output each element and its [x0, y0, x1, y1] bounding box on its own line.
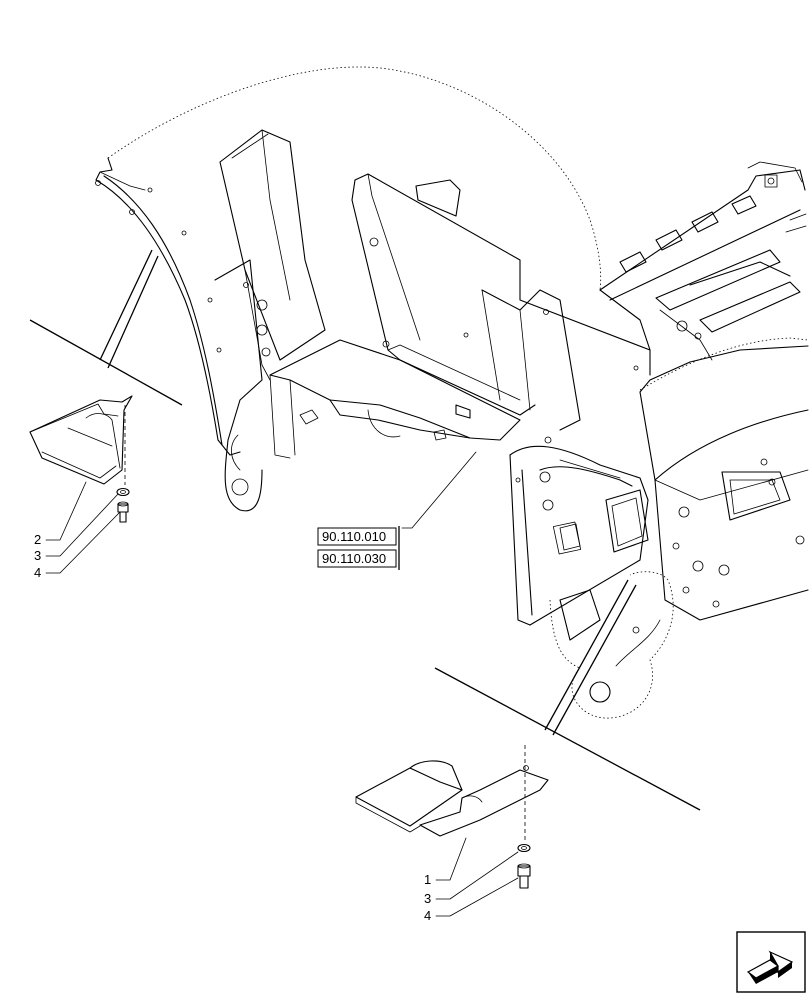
- right-callout-leaders: [435, 837, 519, 917]
- left-guard-plate: [29, 395, 133, 485]
- callout-4: 4: [34, 565, 41, 580]
- callout-3-right: 3: [424, 891, 431, 906]
- callout-2: 2: [34, 532, 41, 547]
- left-washer-bolt: [116, 487, 130, 523]
- left-bracket: [214, 129, 326, 512]
- central-beam: [269, 339, 521, 459]
- right-lower-lug: [549, 571, 674, 719]
- left-callout-leaders: [45, 481, 121, 574]
- callout-3: 3: [34, 548, 41, 563]
- reference-boxes: [317, 526, 400, 570]
- reference-90-110-010[interactable]: 90.110.010: [322, 529, 386, 544]
- view-leaders: [29, 249, 701, 811]
- right-bracket: [509, 436, 649, 626]
- callout-4-right: 4: [424, 908, 431, 923]
- right-fender: [639, 337, 809, 481]
- next-page-arrow-icon[interactable]: [736, 931, 806, 993]
- right-washer-bolt: [517, 843, 531, 889]
- right-side-plate: [654, 458, 809, 621]
- rear-frame: [599, 161, 807, 361]
- centre-panel: [351, 173, 651, 431]
- reference-90-110-030[interactable]: 90.110.030: [322, 551, 386, 566]
- left-fender: [95, 66, 602, 456]
- callout-1: 1: [424, 872, 431, 887]
- right-guard-plate: [355, 745, 549, 840]
